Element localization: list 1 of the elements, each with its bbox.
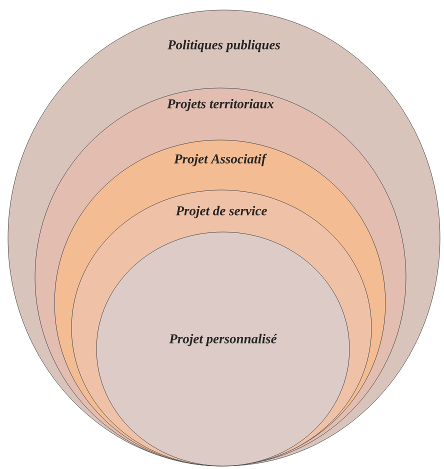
ellipse-region: Projet personnalisé xyxy=(96,232,350,466)
